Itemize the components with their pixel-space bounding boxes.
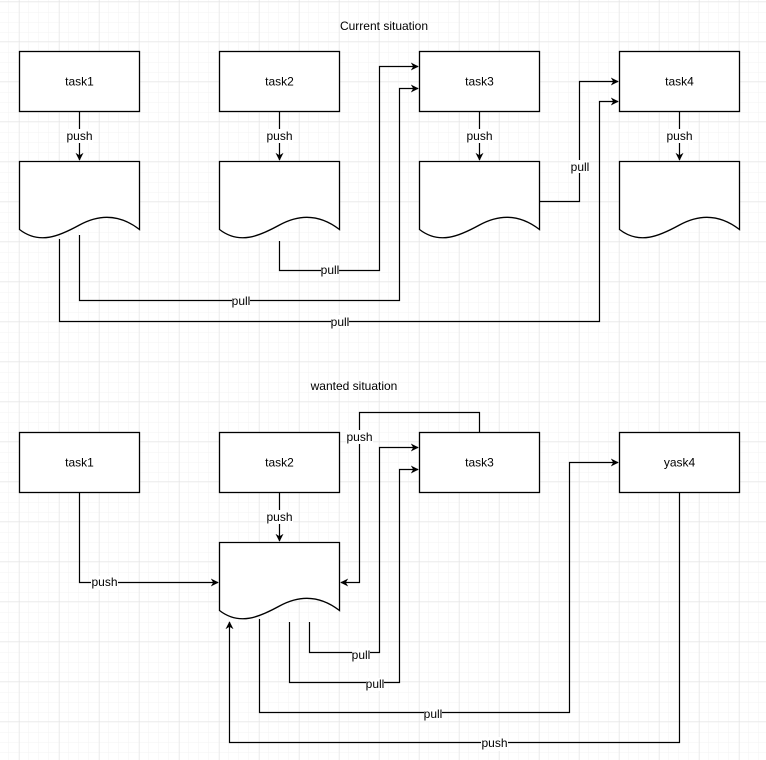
document-shape-3[interactable]: [418, 160, 541, 239]
node-task3[interactable]: task3: [418, 50, 541, 113]
edge-label-pull: pull: [232, 294, 251, 308]
node-task1[interactable]: task1: [18, 50, 141, 113]
svg-text:pull: pull: [321, 263, 340, 277]
svg-text:pull: pull: [424, 707, 443, 721]
document-shape-2[interactable]: [218, 160, 341, 239]
edge-push-task3-doc[interactable]: [340, 411, 481, 587]
section-title-current: Current situation: [340, 19, 428, 33]
edge-label-push: push: [91, 575, 118, 590]
node-label: task3: [465, 75, 494, 89]
node-label: task2: [265, 456, 294, 470]
svg-text:push: push: [346, 430, 372, 444]
node-label: task3: [465, 456, 494, 470]
edge-label-pull: pull: [424, 707, 443, 721]
section-current: Current situation task1 task2 task3 task…: [18, 19, 741, 329]
section-title-wanted: wanted situation: [310, 379, 398, 393]
edge-pull-doc2-task3[interactable]: [278, 62, 419, 272]
edge-label-push: push: [346, 430, 373, 444]
svg-text:push: push: [266, 129, 292, 143]
edge-pull-doc1-task3[interactable]: [78, 84, 419, 302]
node-label: yask4: [664, 456, 696, 470]
node-task2[interactable]: task2: [218, 431, 341, 494]
edge-pull-doc-yask4[interactable]: [258, 458, 619, 714]
document-shape-4[interactable]: [618, 160, 741, 239]
svg-text:pull: pull: [352, 648, 371, 662]
svg-text:pull: pull: [571, 160, 590, 174]
node-label: task2: [265, 75, 294, 89]
edge-label-pull: pull: [352, 648, 371, 662]
edge-label-push: push: [66, 129, 93, 143]
edge-label-push: push: [466, 129, 493, 143]
svg-text:push: push: [266, 510, 292, 524]
edge-label-push: push: [266, 129, 293, 143]
edge-label-pull: pull: [366, 677, 385, 691]
svg-text:push: push: [66, 129, 92, 143]
document-shape-1[interactable]: [18, 160, 141, 239]
svg-text:pull: pull: [366, 677, 385, 691]
edge-label-push: push: [666, 129, 693, 143]
edge-label-pull: pull: [331, 315, 350, 329]
edge-label-pull: pull: [571, 160, 590, 174]
svg-text:pull: pull: [331, 315, 350, 329]
edge-label-push: push: [266, 510, 293, 524]
section-wanted: wanted situation task1 task2 task3 yask4: [18, 379, 741, 751]
document-shape-shared[interactable]: [218, 541, 341, 620]
edge-pull-doc-task3-a[interactable]: [308, 443, 419, 654]
node-task3[interactable]: task3: [418, 431, 541, 494]
node-yask4[interactable]: yask4: [618, 431, 741, 494]
edge-pull-doc3-task4[interactable]: [539, 77, 619, 203]
edge-label-push: push: [481, 736, 508, 751]
node-label: task4: [665, 75, 694, 89]
svg-text:push: push: [481, 736, 507, 750]
edge-pull-doc1-task4[interactable]: [58, 97, 619, 323]
svg-text:push: push: [91, 575, 117, 589]
node-label: task1: [65, 456, 94, 470]
node-task1[interactable]: task1: [18, 431, 141, 494]
edge-pull-doc-task3-b[interactable]: [288, 465, 419, 684]
node-label: task1: [65, 75, 94, 89]
node-task2[interactable]: task2: [218, 50, 341, 113]
svg-text:push: push: [466, 129, 492, 143]
svg-text:pull: pull: [232, 294, 251, 308]
edge-push-task1-doc[interactable]: [78, 492, 219, 587]
node-task4[interactable]: task4: [618, 50, 741, 113]
svg-text:push: push: [666, 129, 692, 143]
edge-label-pull: pull: [321, 263, 340, 277]
edge-push-yask4-doc[interactable]: [225, 492, 681, 744]
